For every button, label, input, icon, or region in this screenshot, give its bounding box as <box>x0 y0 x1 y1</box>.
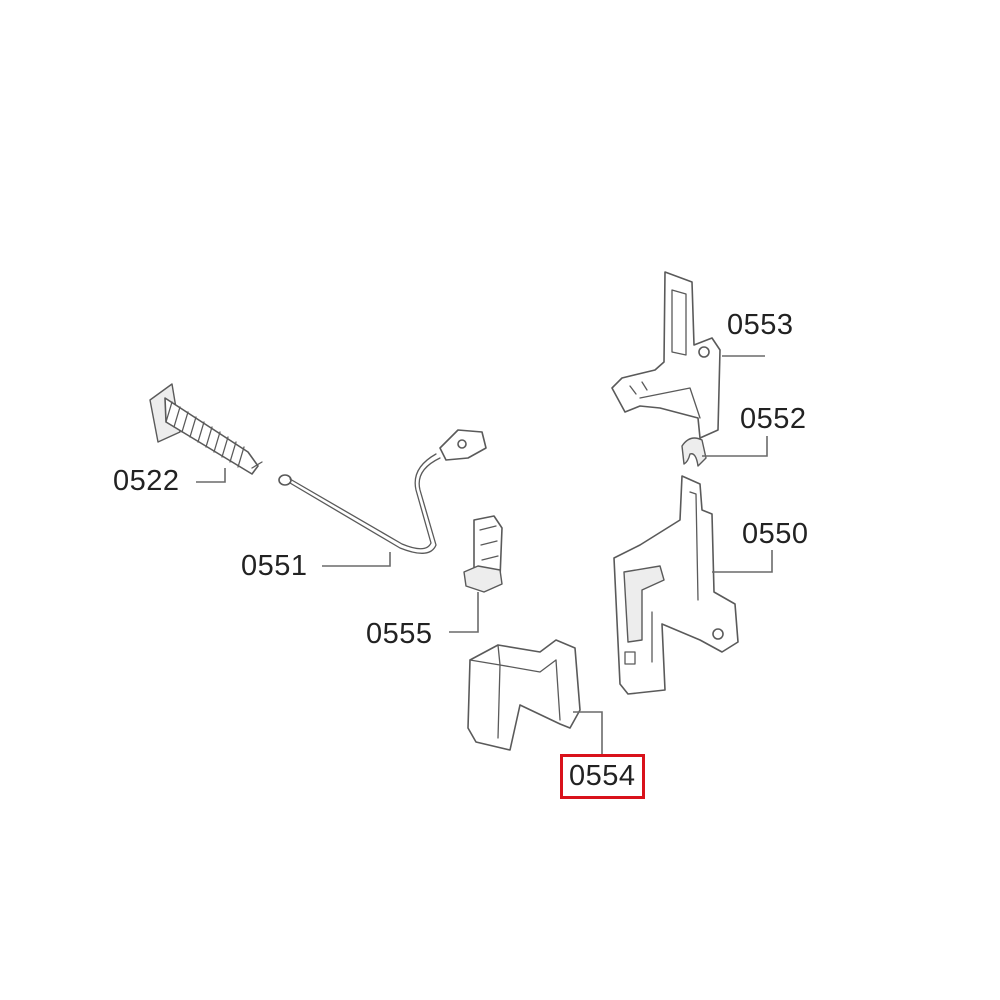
callout-0553[interactable]: 0553 <box>727 309 794 341</box>
callout-0551[interactable]: 0551 <box>241 550 308 582</box>
hinge-upper-part[interactable] <box>611 271 721 439</box>
callout-0522[interactable]: 0522 <box>113 465 180 497</box>
leader-lines <box>196 355 773 755</box>
cable-part[interactable] <box>278 429 487 554</box>
spring-part[interactable] <box>149 383 263 475</box>
leader-0554 <box>573 711 603 755</box>
cover-part[interactable] <box>467 639 581 751</box>
bracket-plate-part[interactable] <box>613 475 739 695</box>
leader-0552 <box>702 436 768 457</box>
leader-0555 <box>449 592 479 633</box>
callout-0555[interactable]: 0555 <box>366 618 433 650</box>
callout-0550[interactable]: 0550 <box>742 518 809 550</box>
callout-0554-highlighted[interactable]: 0554 <box>560 754 645 799</box>
callout-0552[interactable]: 0552 <box>740 403 807 435</box>
leader-0522 <box>196 468 226 483</box>
leader-0551 <box>322 552 391 567</box>
leader-0550 <box>712 550 773 573</box>
latch-part[interactable] <box>463 515 503 593</box>
clip-part[interactable] <box>681 437 707 467</box>
